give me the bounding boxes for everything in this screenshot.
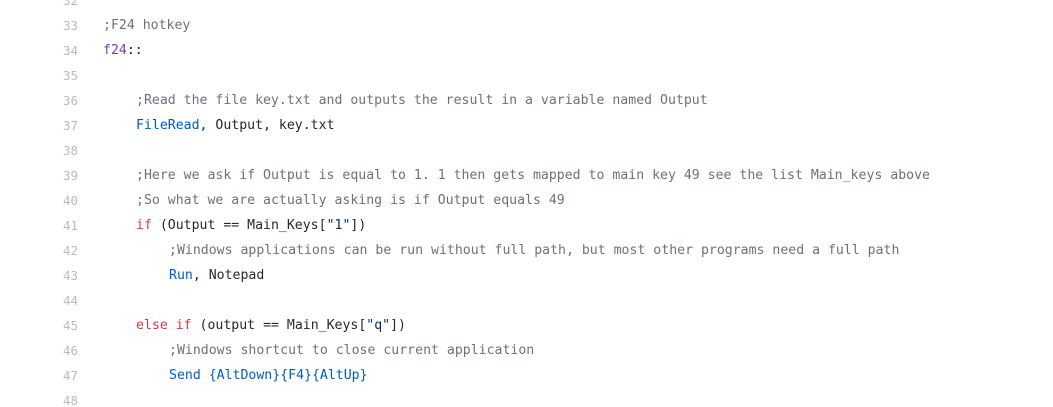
code-text: ;Here we ask if Output is equal to 1. 1 …	[136, 163, 930, 188]
line-number[interactable]: 32	[62, 0, 78, 8]
code-token-comment: ;Windows applications can be run without…	[169, 243, 900, 258]
code-token-plain: (output == Main_Keys[	[191, 318, 367, 333]
code-token-key: {AltDown}	[208, 368, 281, 383]
code-token-keyword: if	[175, 318, 192, 333]
line-number[interactable]: 34	[62, 43, 78, 58]
line-number[interactable]: 45	[62, 318, 78, 333]
code-token-command: FileRead	[136, 118, 200, 133]
code-token-plain: ])	[350, 218, 367, 233]
code-text: ;Windows applications can be run without…	[169, 238, 899, 263]
line-number[interactable]: 41	[62, 218, 78, 233]
line-number[interactable]: 47	[62, 368, 78, 383]
code-token-comment: ;Here we ask if Output is equal to 1. 1 …	[136, 168, 930, 183]
code-text: Send {AltDown}{F4}{AltUp}	[169, 363, 368, 388]
code-token-comment: ;Read the file key.txt and outputs the r…	[136, 93, 708, 108]
code-token-plain: , Notepad	[192, 268, 265, 283]
line-number[interactable]: 46	[62, 343, 78, 358]
line-number[interactable]: 36	[62, 93, 78, 108]
code-text: if (Output == Main_Keys["1"])	[136, 213, 366, 238]
code-line: 37 FileRead, Output, key.txt	[0, 113, 1053, 138]
line-number[interactable]: 42	[62, 243, 78, 258]
code-token-command: Run	[169, 268, 193, 283]
code-token-plain	[201, 368, 209, 383]
line-number[interactable]: 39	[62, 168, 78, 183]
line-number[interactable]: 35	[62, 68, 78, 83]
code-token-keyword: if	[136, 218, 152, 233]
code-token-comment: ;F24 hotkey	[103, 18, 191, 33]
code-line: 36 ;Read the file key.txt and outputs the…	[0, 88, 1053, 113]
code-line: 46 ;Windows shortcut to close current app…	[0, 338, 1053, 363]
code-token-label: f24	[103, 43, 127, 58]
code-text: else if (output == Main_Keys["q"])	[136, 313, 406, 338]
code-line: 47 Send {AltDown}{F4}{AltUp}	[0, 363, 1053, 388]
line-number[interactable]: 33	[62, 18, 78, 33]
code-line: 44	[0, 288, 1053, 313]
line-number[interactable]: 43	[62, 268, 78, 283]
code-token-keyword: else	[136, 318, 168, 333]
line-number[interactable]: 38	[62, 143, 78, 158]
code-token-string: "q"	[366, 318, 391, 333]
code-line: 45 else if (output == Main_Keys["q"])	[0, 313, 1053, 338]
line-number[interactable]: 44	[62, 293, 78, 308]
code-token-plain: , Output, key.txt	[199, 118, 335, 133]
code-token-string: "1"	[326, 218, 351, 233]
code-token-plain: (Output == Main_Keys[	[151, 218, 327, 233]
code-token-key: {AltUp}	[311, 368, 368, 383]
code-line: 48	[0, 388, 1053, 407]
code-token-plain: ])	[390, 318, 406, 333]
code-text: ;F24 hotkey	[103, 13, 190, 38]
code-text: Run, Notepad	[169, 263, 264, 288]
code-line: 42 ;Windows applications can be run witho…	[0, 238, 1053, 263]
code-line: 41 if (Output == Main_Keys["1"])	[0, 213, 1053, 238]
line-number[interactable]: 40	[62, 193, 78, 208]
code-line: 39 ;Here we ask if Output is equal to 1. …	[0, 163, 1053, 188]
code-token-command: Send	[169, 368, 201, 383]
code-line: 34 f24::	[0, 38, 1053, 63]
code-text: ;So what we are actually asking is if Ou…	[136, 188, 565, 213]
code-token-plain: ::	[126, 43, 143, 58]
code-text: f24::	[103, 38, 143, 63]
code-text: FileRead, Output, key.txt	[136, 113, 335, 138]
code-line: 35	[0, 63, 1053, 88]
line-number[interactable]: 48	[62, 393, 78, 407]
line-number[interactable]: 37	[62, 118, 78, 133]
code-token-key: {F4}	[280, 368, 312, 383]
code-token-comment: ;Windows shortcut to close current appli…	[169, 343, 535, 358]
code-line: 40 ;So what we are actually asking is if …	[0, 188, 1053, 213]
code-line: 33 ;F24 hotkey	[0, 13, 1053, 38]
code-text: ;Windows shortcut to close current appli…	[169, 338, 534, 363]
code-line: 32	[0, 0, 1053, 13]
code-text: ;Read the file key.txt and outputs the r…	[136, 88, 708, 113]
code-line: 38	[0, 138, 1053, 163]
code-token-plain	[168, 318, 176, 333]
code-token-comment: ;So what we are actually asking is if Ou…	[136, 193, 565, 208]
code-line: 43 Run, Notepad	[0, 263, 1053, 288]
